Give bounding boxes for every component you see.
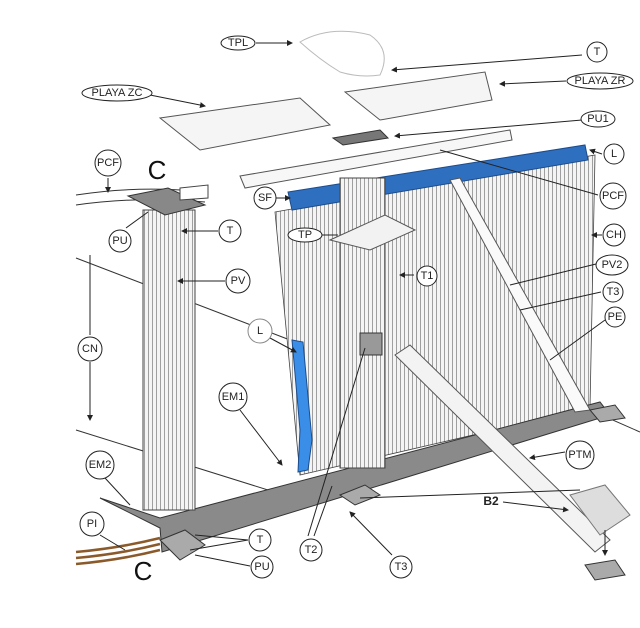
- tp-plate: [328, 214, 417, 251]
- callout-t2: T2: [299, 538, 323, 562]
- label-playa-zc: PLAYA ZC: [92, 87, 143, 99]
- top-plate-pu: [126, 187, 207, 216]
- bracket-pe: [359, 332, 383, 356]
- label-pu1: PU1: [587, 113, 608, 125]
- label-t3-bottom: T3: [395, 561, 408, 573]
- skimmer-cover-tpl: [299, 30, 385, 77]
- label-sf: SF: [258, 192, 272, 204]
- label-playa-zr: PLAYA ZR: [575, 75, 626, 87]
- callout-pv2: PV2: [595, 254, 629, 276]
- callout-pi: PI: [79, 511, 105, 537]
- label-tpl: TPL: [228, 37, 248, 49]
- top-rail-pcf: [239, 129, 513, 189]
- label-t-bottom: T: [257, 534, 264, 546]
- callout-pu-top: PU: [108, 229, 132, 253]
- callout-t-post: T: [218, 219, 242, 243]
- label-pv: PV: [231, 275, 246, 287]
- callout-playa-zc: PLAYA ZC: [81, 84, 153, 102]
- callout-pv: PV: [225, 268, 251, 294]
- liner-strip-blue: [291, 339, 313, 473]
- callout-em2: EM2: [85, 450, 115, 480]
- label-pe: PE: [608, 311, 623, 323]
- callout-cn: CN: [77, 336, 103, 362]
- label-pi: PI: [87, 518, 97, 530]
- callout-ptm: PTM: [565, 440, 595, 470]
- label-cn: CN: [82, 343, 98, 355]
- callout-em1: EM1: [218, 382, 248, 412]
- callout-l-liner: L: [247, 318, 273, 344]
- callout-t-bottom: T: [248, 528, 272, 552]
- label-pv2: PV2: [602, 259, 623, 271]
- label-pcf-left: PCF: [97, 157, 119, 169]
- callout-sf: SF: [253, 186, 277, 210]
- foot-plates: [159, 404, 626, 581]
- label-l-liner: L: [257, 325, 263, 337]
- label-ch: CH: [606, 229, 622, 241]
- callout-pcf-right: PCF: [599, 182, 627, 210]
- callout-tp: TP: [287, 227, 323, 243]
- label-t-post: T: [227, 225, 234, 237]
- playa-zc-part: [158, 97, 332, 151]
- callout-l-top: L: [603, 143, 625, 165]
- callout-pu-bottom: PU: [250, 555, 274, 579]
- callout-t3-bottom: T3: [389, 555, 413, 579]
- callout-pe: PE: [604, 306, 626, 328]
- brace-ptm: [394, 344, 611, 553]
- callout-playa-zr: PLAYA ZR: [566, 72, 634, 90]
- callout-ch: CH: [602, 223, 626, 247]
- label-t2: T2: [305, 544, 318, 556]
- callout-tpl: TPL: [220, 35, 256, 51]
- label-c-top: C: [148, 155, 167, 185]
- label-pu-bottom: PU: [254, 561, 269, 573]
- label-l-top: L: [611, 148, 617, 160]
- label-t-top: T: [594, 46, 601, 58]
- c-connector: [179, 184, 209, 201]
- label-b2: B2: [483, 494, 499, 508]
- post-left: [142, 209, 196, 511]
- label-em2: EM2: [89, 459, 112, 471]
- label-em1: EM1: [222, 391, 245, 403]
- callout-pcf-left: PCF: [94, 149, 122, 177]
- callout-t3-right: T3: [602, 281, 624, 303]
- label-t3-right: T3: [607, 286, 620, 298]
- label-tp: TP: [298, 229, 312, 241]
- leader-lines: [87, 40, 608, 567]
- label-pcf-right: PCF: [602, 190, 624, 202]
- callout-t1: T1: [416, 265, 438, 287]
- label-t1: T1: [421, 270, 434, 282]
- label-pu-top: PU: [112, 235, 127, 247]
- callout-t-top: T: [586, 41, 608, 63]
- label-c-bottom: C: [134, 556, 153, 586]
- label-ptm: PTM: [568, 449, 591, 461]
- playa-zr-part: [343, 71, 493, 121]
- callout-pu1: PU1: [580, 110, 616, 128]
- plate-pu1: [331, 129, 390, 146]
- bracket-b2: [569, 484, 631, 536]
